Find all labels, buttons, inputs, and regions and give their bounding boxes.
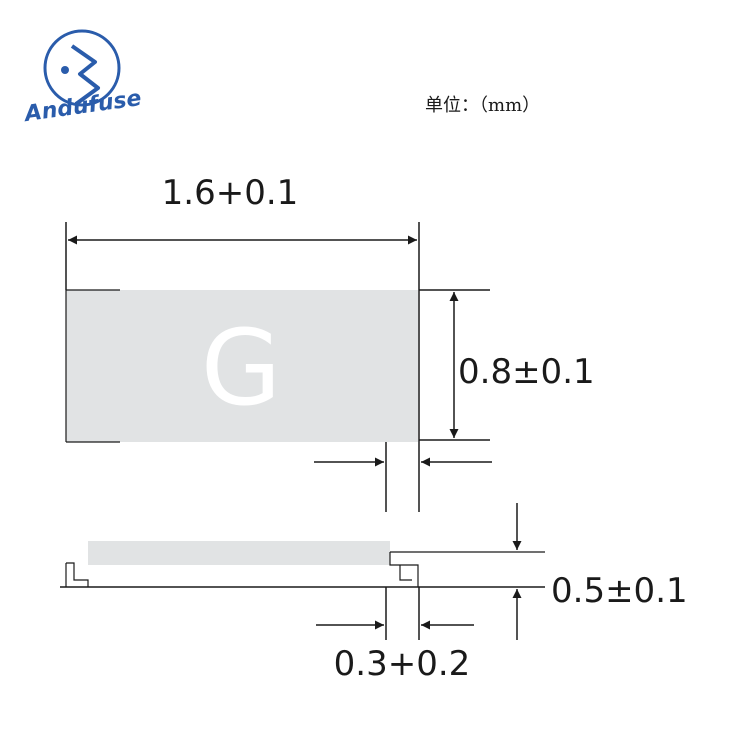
thickness-label: 0.5±0.1 [551, 571, 688, 611]
top-view: G [65, 289, 418, 443]
width-label: 0.8±0.1 [458, 352, 595, 392]
andufuse-logo-icon [43, 29, 121, 107]
component-body [66, 290, 418, 442]
top-terminal-dimension [314, 442, 492, 512]
terminal-label: 0.3+0.2 [334, 644, 471, 684]
side-view [60, 541, 545, 588]
component-marking: G [201, 307, 282, 429]
thickness-dimension: 0.5±0.1 [512, 503, 688, 640]
unit-label: 单位：（mm） [425, 95, 540, 116]
brand-name: Andufuse [21, 86, 143, 127]
width-dimension: 0.8±0.1 [419, 289, 595, 441]
length-dimension: 1.6+0.1 [65, 173, 420, 442]
brand-logo: Andufuse [21, 29, 143, 127]
length-label: 1.6+0.1 [162, 173, 299, 213]
side-body [88, 541, 390, 565]
terminal-dimension: 0.3+0.2 [316, 587, 474, 684]
